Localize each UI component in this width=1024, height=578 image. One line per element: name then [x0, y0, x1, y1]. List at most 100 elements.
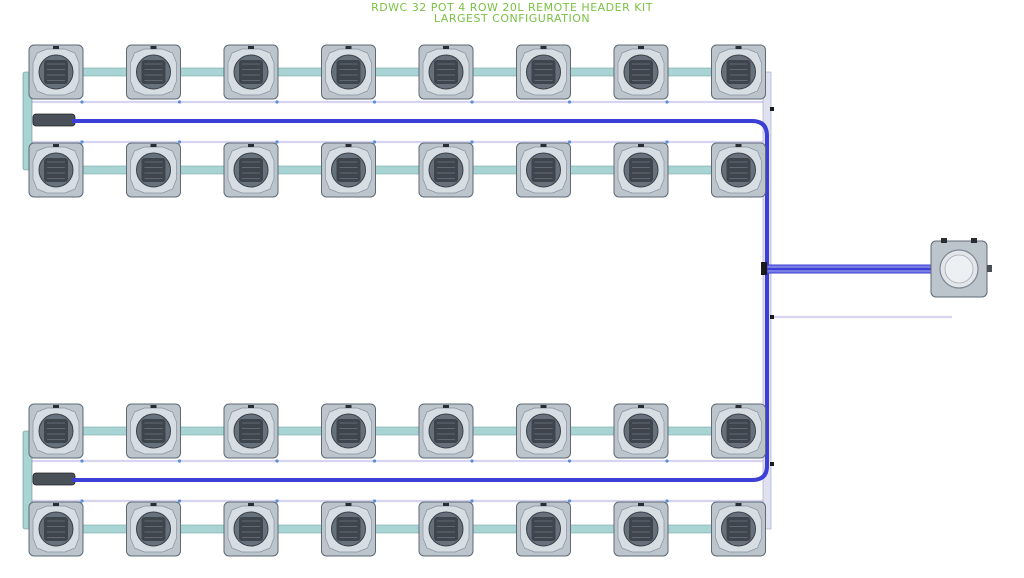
pot-clip [540, 503, 547, 506]
pot [418, 142, 474, 198]
line-fitting [470, 100, 474, 104]
pot [223, 44, 279, 100]
pot [321, 44, 376, 100]
line-fitting [665, 140, 669, 144]
pot-clip [248, 405, 254, 408]
net-pot [239, 419, 263, 443]
pot-clip [248, 144, 254, 147]
pot [223, 142, 279, 198]
pot [126, 44, 181, 100]
net-pot [726, 60, 751, 84]
net-pot [44, 517, 68, 541]
line-fitting [80, 140, 84, 144]
line-fitting [372, 459, 377, 463]
pot [28, 142, 84, 198]
net-pot [726, 419, 751, 443]
net-pot [531, 517, 556, 541]
pot [516, 44, 571, 100]
pot-clip [150, 405, 157, 408]
net-pot [434, 517, 458, 541]
line-fitting [665, 100, 669, 104]
pot-clip [540, 405, 547, 408]
pot [321, 142, 376, 198]
net-pot [336, 419, 361, 443]
manifold-tee [761, 262, 767, 275]
pot-grid [28, 44, 766, 557]
line-fitting [275, 459, 279, 463]
pot [321, 501, 376, 557]
net-pot [239, 517, 263, 541]
pot-clip [150, 144, 157, 147]
line-fitting [372, 499, 377, 503]
pot [613, 403, 669, 459]
header-tank-lid-inner [944, 254, 974, 284]
header-tank-clip [971, 238, 977, 243]
net-pot [239, 60, 263, 84]
line-fitting [177, 499, 182, 503]
pot-clip [638, 144, 644, 147]
pot [516, 501, 571, 557]
pot [126, 403, 181, 459]
net-pot [141, 419, 166, 443]
pot-clip [735, 503, 742, 506]
net-pot [531, 419, 556, 443]
pot [223, 403, 279, 459]
line-fitting [177, 459, 182, 463]
line-fitting [80, 100, 84, 104]
header-tank [930, 238, 992, 298]
pot-clip [735, 405, 742, 408]
line-fitting [177, 100, 182, 104]
pot [28, 44, 84, 100]
return-pump-connector [32, 472, 76, 486]
pot-clip [443, 503, 449, 506]
pot-clip [53, 46, 59, 49]
net-pot [44, 419, 68, 443]
manifold-fitting [770, 107, 774, 111]
net-pot [434, 158, 458, 182]
line-fitting [567, 459, 572, 463]
header-tank-body [930, 238, 992, 298]
pot [28, 501, 84, 557]
line-fitting [177, 140, 182, 144]
net-pot [629, 419, 653, 443]
net-pot [141, 60, 166, 84]
pot-clip [443, 144, 449, 147]
pot-clip [638, 503, 644, 506]
line-fitting [372, 100, 377, 104]
pot [418, 44, 474, 100]
pot-clip [540, 144, 547, 147]
pot [126, 501, 181, 557]
net-pot [336, 60, 361, 84]
manifold-fitting [770, 462, 774, 466]
pot-clip [53, 405, 59, 408]
pot-clip [735, 144, 742, 147]
pot-clip [638, 405, 644, 408]
pot-clip [345, 46, 352, 49]
pot-clip [248, 46, 254, 49]
net-pot [434, 60, 458, 84]
net-pot [434, 419, 458, 443]
pot-clip [443, 405, 449, 408]
net-pot [531, 60, 556, 84]
pot [223, 501, 279, 557]
net-pot [531, 158, 556, 182]
pot [711, 403, 766, 459]
line-fitting [275, 140, 279, 144]
pot [711, 501, 766, 557]
net-pot [44, 60, 68, 84]
line-fitting [567, 140, 572, 144]
pot [711, 44, 766, 100]
pot [321, 403, 376, 459]
pot-clip [345, 405, 352, 408]
net-pot [336, 517, 361, 541]
pot [418, 403, 474, 459]
net-pot [629, 158, 653, 182]
return-pump-connector [32, 113, 76, 127]
net-pot [629, 517, 653, 541]
pot [28, 403, 84, 459]
diagram-title: RDWC 32 POT 4 ROW 20L REMOTE HEADER KIT [371, 1, 653, 14]
net-pot [336, 158, 361, 182]
pot [126, 142, 181, 198]
net-pot [44, 158, 68, 182]
